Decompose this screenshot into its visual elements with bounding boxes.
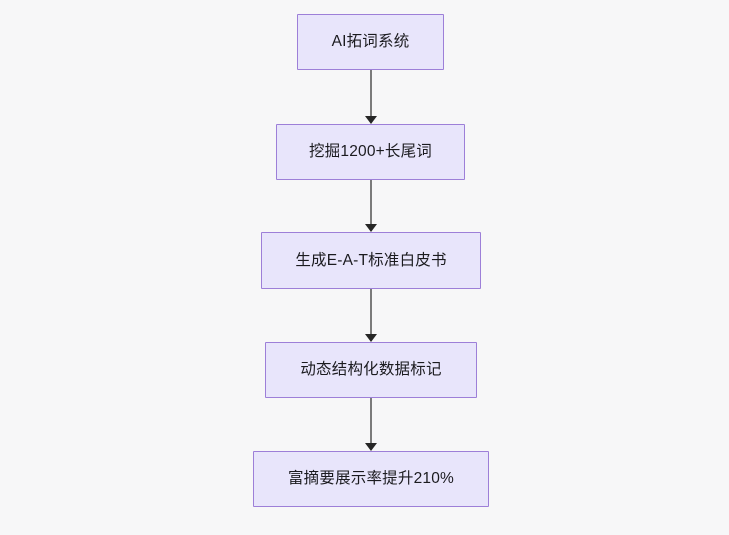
flow-node-rich-snippet-impression-lift[interactable]: 富摘要展示率提升210%	[253, 451, 489, 507]
arrowhead-icon	[365, 443, 377, 451]
flow-edge-3	[361, 289, 381, 342]
arrowhead-icon	[365, 116, 377, 124]
flow-node-label: 富摘要展示率提升210%	[287, 470, 455, 488]
flow-node-label: 生成E-A-T标准白皮书	[295, 251, 447, 269]
flow-node-mine-longtail-keywords[interactable]: 挖掘1200+长尾词	[276, 124, 465, 180]
arrowhead-icon	[365, 334, 377, 342]
flow-node-generate-eat-whitepaper[interactable]: 生成E-A-T标准白皮书	[261, 232, 481, 289]
flow-edge-4	[361, 398, 381, 451]
edge-line	[370, 70, 372, 116]
flow-node-ai-keyword-system[interactable]: AI拓词系统	[297, 14, 444, 70]
flow-node-label: 动态结构化数据标记	[300, 361, 442, 379]
edge-line	[370, 180, 372, 224]
flow-node-dynamic-structured-data-markup[interactable]: 动态结构化数据标记	[265, 342, 477, 398]
flow-edge-1	[361, 70, 381, 124]
flow-node-label: 挖掘1200+长尾词	[308, 143, 433, 161]
edge-line	[370, 289, 372, 334]
edge-line	[370, 398, 372, 443]
arrowhead-icon	[365, 224, 377, 232]
flow-edge-2	[361, 180, 381, 232]
flow-node-label: AI拓词系统	[331, 33, 410, 51]
